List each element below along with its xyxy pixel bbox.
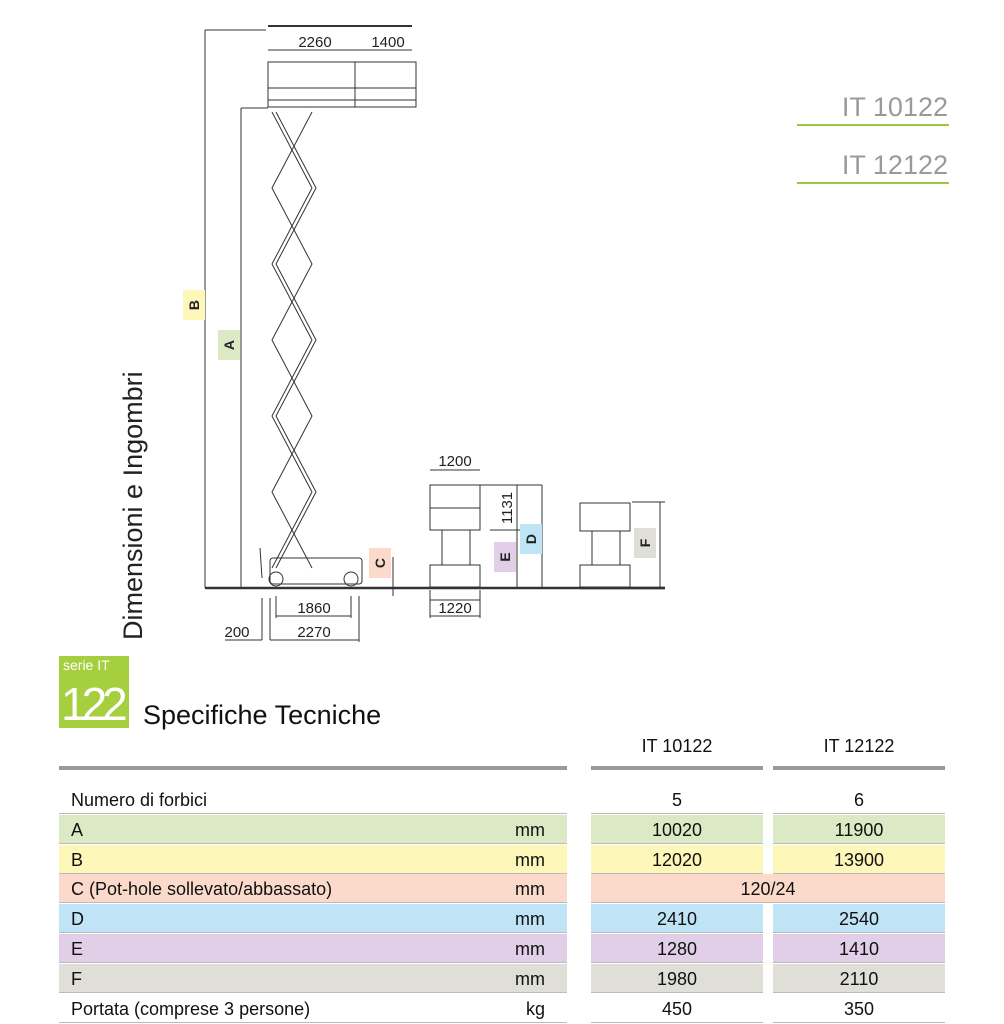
front-base [429, 564, 481, 588]
row-label: Portata (comprese 3 persone) [71, 998, 311, 1019]
front-platform-2 [579, 502, 631, 532]
row-label: C (Pot-hole sollevato/abbassato) [71, 879, 333, 900]
dimension-diagram: 2260 1400 1860 2270 200 1200 1220 1131 B… [183, 25, 665, 642]
dim-wheelbase: 1860 [297, 600, 330, 617]
scissor-arm [271, 111, 313, 569]
table-cell: 2410 [591, 904, 763, 934]
model-underline [797, 124, 949, 126]
front-scissor [441, 529, 471, 566]
label-a: A [221, 340, 237, 350]
row-unit: mm [515, 819, 545, 840]
row-unit: mm [515, 968, 545, 989]
table-cell: 10020 [591, 814, 763, 844]
row-unit: kg [525, 998, 545, 1019]
table-cell: 1280 [591, 934, 763, 963]
row-unit: mm [515, 909, 545, 930]
dim-extension: 1400 [371, 34, 404, 51]
wheel [268, 571, 284, 587]
label-d: D [523, 534, 539, 544]
row-unit: mm [515, 849, 545, 870]
table-rule [59, 766, 567, 770]
badge-series: serie IT [63, 657, 110, 673]
table-cell: 1980 [591, 963, 763, 993]
dim-platform-length: 2260 [298, 34, 331, 51]
row-unit: mm [515, 939, 545, 959]
model-title-1: IT 10122 [841, 92, 948, 122]
row-label: Numero di forbici [71, 790, 208, 810]
platform [267, 61, 417, 108]
table-cell: 11900 [773, 814, 945, 844]
table-cell: 450 [591, 994, 763, 1023]
column-header-2: IT 12122 [823, 736, 895, 756]
scissor-arm [271, 111, 313, 569]
badge-number: 122 [61, 678, 128, 730]
table-cell: 2110 [773, 963, 945, 993]
table-cell: 12020 [591, 844, 763, 874]
row-label: E [71, 939, 84, 959]
table-cell-merged: 120/24 [591, 874, 945, 904]
model-title-2: IT 12122 [841, 150, 948, 180]
dim-width-top: 1200 [438, 453, 471, 470]
table-cell: 350 [773, 994, 945, 1023]
row-label: F [71, 968, 82, 989]
row-label: D [71, 909, 84, 930]
table-row: C (Pot-hole sollevato/abbassato) mm [59, 874, 567, 904]
table-row: Numero di forbici [59, 785, 567, 814]
table-rule [773, 766, 945, 770]
dim-overhang: 200 [224, 624, 249, 641]
row-label: B [71, 849, 84, 870]
dim-rail: 1131 [499, 492, 516, 524]
label-e: E [497, 552, 513, 561]
table-rule [591, 766, 763, 770]
table-cell: 6 [773, 785, 945, 814]
row-unit: mm [515, 879, 545, 900]
dim-width-base: 1220 [438, 600, 471, 617]
row-label: A [71, 819, 84, 840]
wheel [343, 571, 359, 587]
table-cell: 13900 [773, 844, 945, 874]
model-underline [797, 182, 949, 184]
label-c: C [372, 558, 388, 568]
table-cell: 1410 [773, 934, 945, 963]
label-f: F [637, 538, 653, 547]
spec-title: Specifiche Tecniche [143, 700, 382, 730]
table-row: Portata (comprese 3 persone) kg [59, 994, 567, 1023]
label-b: B [186, 300, 202, 310]
chassis [269, 557, 363, 585]
series-badge: serie IT 122 [59, 656, 129, 728]
table-cell: 2540 [773, 904, 945, 934]
table-cell: 5 [591, 785, 763, 814]
column-header-1: IT 10122 [641, 736, 713, 756]
dim-length: 2270 [297, 624, 330, 641]
